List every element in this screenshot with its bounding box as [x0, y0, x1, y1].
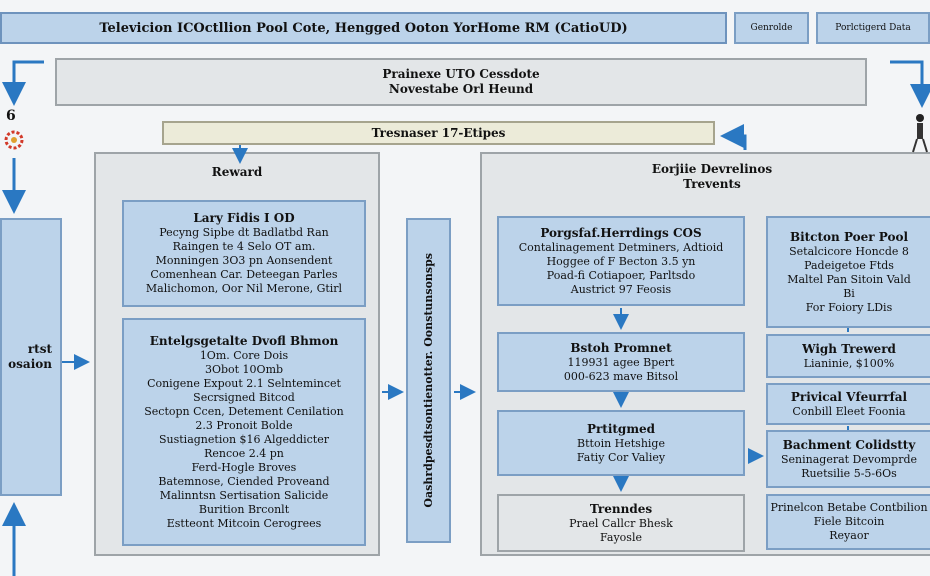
right-box-1-line: Contalinagement Detminers, Adtioid: [518, 240, 724, 254]
far-right-box-4: Bachment Colidstty Seninagerat Devomprde…: [766, 430, 930, 488]
reward-box-2-line: Rencoe 2.4 pn: [204, 446, 284, 460]
far-right-box-3: Privical Vfeurrfal Conbill Eleet Foonia: [766, 383, 930, 425]
far-right-box-5-line: Fiele Bitcoin: [813, 515, 885, 528]
reward-box-1-line: Monningen 3O3 pn Aonsendent: [155, 254, 333, 267]
right-box-3: Prtitgmed Bttoin Hetshige Fatiy Cor Vali…: [497, 410, 745, 476]
far-right-box-3-title: Privical Vfeurrfal: [790, 389, 908, 404]
top-summary-box: Prainexe UTO Cessdote Novestabe Orl Heun…: [55, 58, 867, 106]
header-button-1-label: Genrolde: [750, 23, 793, 33]
right-box-3-line: Bttoin Hetshige: [577, 436, 665, 450]
arrow-into-tx: [720, 124, 747, 150]
right-box-1-line: Hoggee of F Becton 3.5 yn: [546, 254, 696, 268]
right-box-1-title: Porgsfaf.Herrdings COS: [540, 225, 702, 240]
right-panel-title-1: Eorjiie Devrelinos: [651, 162, 773, 176]
reward-box-2-line: Batemnose, Ciended Proveand: [158, 474, 330, 488]
header-button-1[interactable]: Genrolde: [734, 12, 809, 44]
reward-box-2-line: 3Obot 10Omb: [204, 362, 284, 376]
transaction-bar: Tresnaser 17-Etipes: [162, 121, 715, 145]
header-button-2[interactable]: Porlctigerd Data: [816, 12, 930, 44]
far-right-box-1-line: For Foiory LDis: [805, 300, 893, 314]
right-box-3-title: Prtitgmed: [586, 421, 656, 436]
right-box-4: Trenndes Prael Callcr Bhesk Fayosle: [497, 494, 745, 552]
reward-box-1-line: Raingen te 4 Selo OT am.: [172, 240, 316, 253]
far-right-box-4-line: Seninagerat Devomprde: [780, 452, 918, 466]
reward-box-1-line: Pecyng Sipbe dt Badlatbd Ran: [159, 226, 329, 239]
right-box-4-title: Trenndes: [589, 501, 653, 516]
reward-box-1-line: Comenhean Car. Deteegan Parles: [150, 268, 338, 281]
right-box-1-line: Poad-fi Cotiapoer, Parltsdo: [546, 268, 696, 282]
arrow-right-loop: [890, 60, 930, 108]
far-right-box-2: Wigh Trewerd Lianinie, $100%: [766, 334, 930, 378]
right-box-3-line: Fatiy Cor Valiey: [576, 450, 666, 464]
gear-icon: [3, 128, 25, 152]
transaction-label: Tresnaser 17-Etipes: [371, 125, 506, 140]
left-number: 6: [6, 108, 16, 124]
reward-title: Reward: [211, 164, 263, 179]
far-right-box-5-line: Prinelcon Betabe Contbilion: [770, 501, 928, 514]
far-right-box-5: Prinelcon Betabe Contbilion Fiele Bitcoi…: [766, 494, 930, 550]
right-box-2-title: Bstoh Promnet: [570, 340, 672, 355]
right-box-4-line: Prael Callcr Bhesk: [569, 516, 673, 530]
reward-box-2-line: Burition Brconlt: [198, 502, 290, 516]
right-box-2: Bstoh Promnet 119931 agee Bpert 000-623 …: [497, 332, 745, 392]
far-right-box-1-title: Bitcton Poer Pool: [789, 229, 909, 244]
far-right-box-1-line: Setalcicore Honcde 8: [789, 244, 909, 258]
top-summary-line-2: Novestabe Orl Heund: [388, 82, 534, 96]
reward-box-2-line: Malinntsn Sertisation Salicide: [159, 488, 329, 502]
far-right-box-4-title: Bachment Colidstty: [782, 437, 916, 452]
left-side-box: rtst osaion: [0, 218, 62, 496]
reward-box-2-title: Entelgsgetalte Dvofl Bhmon: [149, 333, 339, 348]
far-right-box-1-line: Maltel Pan Sitoin Vald: [787, 272, 911, 286]
reward-box-2-line: Secrsigned Bitcod: [193, 390, 295, 404]
page-title: Televicion ICOctllion Pool Cote, Hengged…: [99, 20, 628, 36]
right-box-1: Porgsfaf.Herrdings COS Contalinagement D…: [497, 216, 745, 306]
reward-box-1-line: Malichomon, Oor Nil Merone, Gtirl: [145, 282, 343, 295]
reward-box-2-line: Ferd-Hogle Broves: [191, 460, 297, 474]
far-right-box-1-line: Padeigetoe Ftds: [804, 258, 894, 272]
right-box-2-line: 000-623 mave Bitsol: [563, 369, 679, 383]
left-side-line-2: osaion: [8, 357, 52, 371]
top-summary-line-1: Prainexe UTO Cessdote: [382, 67, 540, 81]
reward-box-1: Lary Fidis I OD Pecyng Sipbe dt Badlatbd…: [122, 200, 366, 307]
far-right-box-2-title: Wigh Trewerd: [802, 341, 896, 356]
vertical-label-box: Oashrdpesdtsontienotter. Oonstunsonsps: [406, 218, 451, 543]
reward-box-2-line: Estteont Mitcoin Cerogrees: [166, 516, 322, 530]
far-right-box-1-line: Bi: [843, 286, 855, 300]
reward-box-2: Entelgsgetalte Dvofl Bhmon 1Om. Core Doi…: [122, 318, 366, 546]
reward-box-2-line: Sectopn Ccen, Detement Cenilation: [144, 404, 344, 418]
reward-box-1-title: Lary Fidis I OD: [193, 211, 295, 225]
right-box-1-line: Austrict 97 Feosis: [570, 282, 672, 296]
header-button-2-label: Porlctigerd Data: [835, 23, 911, 33]
reward-box-2-line: Conigene Expout 2.1 Selntemincet: [147, 376, 341, 390]
arrow-left-loop: [2, 60, 44, 106]
vertical-label: Oashrdpesdtsontienotter. Oonstunsonsps: [422, 253, 435, 508]
right-panel-title-2: Trevents: [683, 177, 741, 191]
left-side-line-1: rtst: [27, 342, 52, 356]
far-right-box-3-line: Conbill Eleet Foonia: [792, 404, 906, 418]
reward-box-2-line: 1Om. Core Dois: [199, 348, 289, 362]
far-right-box-4-line: Ruetsilie 5-5-6Os: [801, 466, 897, 480]
reward-box-2-line: 2.3 Pronoit Bolde: [195, 418, 293, 432]
far-right-box-2-line: Lianinie, $100%: [803, 356, 895, 370]
right-box-2-line: 119931 agee Bpert: [567, 355, 675, 369]
far-right-box-5-line: Reyaor: [829, 529, 869, 542]
person-icon: [910, 112, 930, 154]
header-title-bar: Televicion ICOctllion Pool Cote, Hengged…: [0, 12, 727, 44]
far-right-box-1: Bitcton Poer Pool Setalcicore Honcde 8 P…: [766, 216, 930, 328]
reward-box-2-line: Sustiagnetion $16 Algeddicter: [159, 432, 329, 446]
right-box-4-line: Fayosle: [600, 530, 642, 544]
